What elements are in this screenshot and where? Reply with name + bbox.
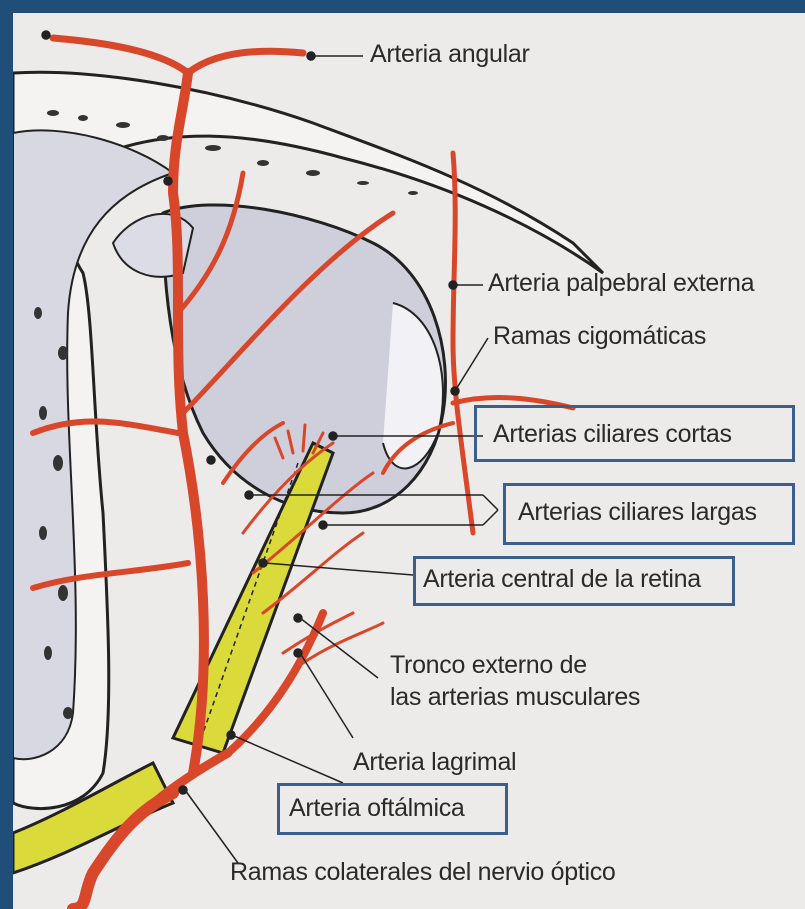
label-arteria-central-retina: Arteria central de la retina [423,565,701,594]
label-tronco-externo-line2: las arterias musculares [390,683,640,712]
label-arteria-palpebral-externa: Arteria palpebral externa [488,269,754,298]
label-arteria-lagrimal: Arteria lagrimal [353,748,516,777]
label-tronco-externo-line1: Tronco externo de [390,651,587,680]
diagram-canvas: Arteria angular Arteria palpebral extern… [13,13,805,909]
label-ramas-cigomaticas: Ramas cigomáticas [493,322,706,351]
label-arteria-angular: Arteria angular [370,40,529,69]
eye-globe [113,205,445,513]
label-arteria-oftalmica: Arteria oftálmica [289,794,465,823]
label-arterias-ciliares-cortas: Arterias ciliares cortas [493,420,732,449]
label-ramas-colaterales: Ramas colaterales del nervio óptico [230,858,616,887]
label-arterias-ciliares-largas: Arterias ciliares largas [518,498,757,527]
